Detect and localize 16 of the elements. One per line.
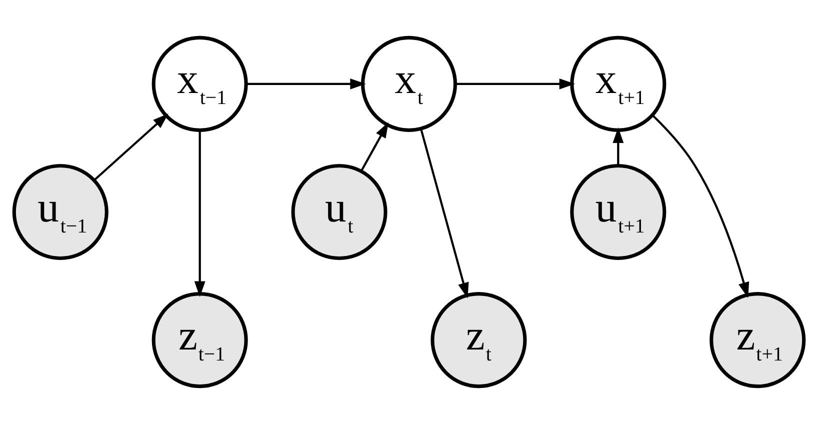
arrow [94,114,168,181]
arrow [194,130,206,297]
node-circle: z$_{t}$ [430,292,527,388]
node-circle: x$_{t+1}$ [570,36,666,132]
node-circle: u$_{t}$ [291,164,388,260]
node-circle: u$_{t−1}$ [12,164,108,260]
node-circle: x$_{t}$ [360,36,458,132]
arrow [612,127,624,166]
arrow [246,78,366,90]
node-circle: z$_{t−1}$ [152,292,248,388]
arrow [456,78,576,90]
arrow [360,122,389,172]
node-circle: u$_{t+1}$ [570,164,666,260]
arrow [420,128,469,298]
arrow [652,114,750,298]
node-circle: z$_{t+1}$ [710,292,806,388]
